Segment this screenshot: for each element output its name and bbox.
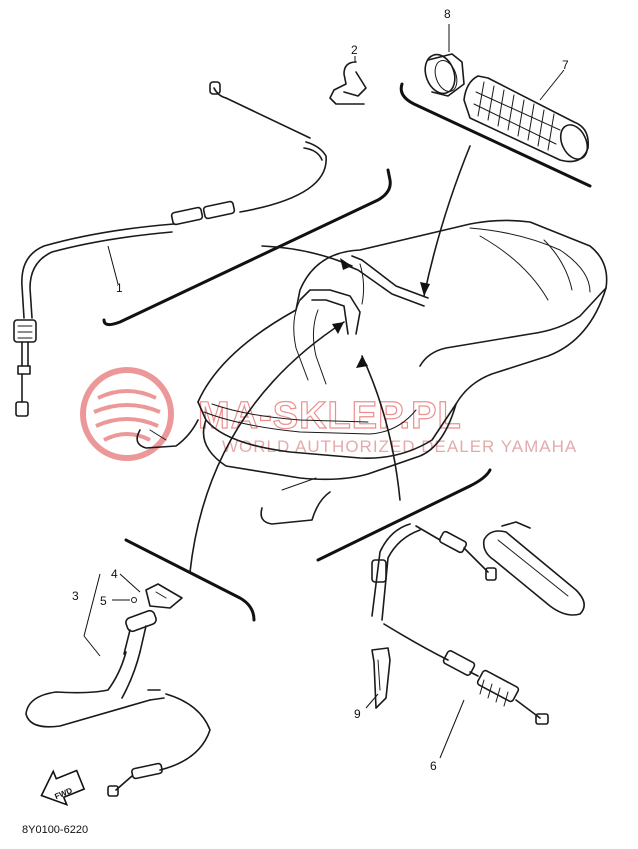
drawing-code: 8Y0100-6220 [22,824,88,836]
group-brackets [102,82,592,622]
callout-3: 3 [72,589,79,603]
callout-8: 8 [444,7,451,21]
callout-4: 4 [111,567,118,581]
part-grip-end [424,24,465,97]
callout-labels: 1 2 3 4 5 6 7 8 9 [72,7,569,773]
callout-5: 5 [100,594,107,608]
fwd-arrow-icon: FWD [40,769,86,807]
arrow-to-choke [361,355,401,501]
bracket-throttle-cable [102,168,392,327]
part-clip [329,56,367,105]
watermark-logo-icon [80,367,174,461]
arrow-to-grip [423,145,471,297]
part-start-switch [25,573,211,797]
callout-6: 6 [430,759,437,773]
callout-2: 2 [351,43,358,57]
watermark: MA-SKLEP.PL WORLD AUTHORIZED DEALER YAMA… [80,367,577,461]
bracket-start-switch [124,538,256,622]
part-throttle-cable [13,81,327,417]
part-choke-cable [371,523,549,759]
part-choke-lever [482,521,585,616]
callout-7: 7 [562,58,569,72]
arrow-to-start-switch [189,321,345,573]
bracket-grip [399,82,592,188]
watermark-main-text: MA-SKLEP.PL [198,395,462,437]
watercraft-illustration [136,219,608,525]
callout-9: 9 [354,707,361,721]
watermark-sub-text: WORLD AUTHORIZED DEALER YAMAHA [222,437,577,456]
part-strap [365,647,391,709]
part-handlebar-grip [463,69,590,163]
bracket-choke-cable [316,468,492,562]
callout-1: 1 [116,281,123,295]
